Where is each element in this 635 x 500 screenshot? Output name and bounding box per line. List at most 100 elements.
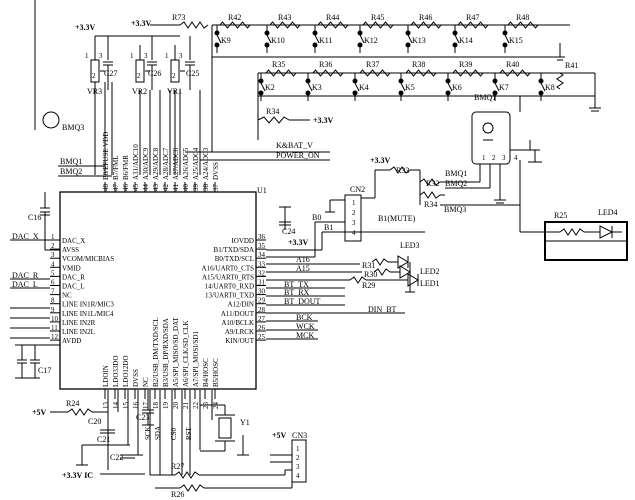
bmq-pin-number: 4 [514,154,518,162]
ic-top-pin-label: A24/ADC3 [202,147,210,180]
ic-top-pin-label: A30/ADC9 [142,147,150,180]
r73-resistor [179,21,209,29]
r34-label-top: R34 [266,107,279,116]
ic-left-pin-number: 2 [51,242,55,250]
potentiometer-body-vr2 [135,59,145,83]
switch-k10-contact [264,42,270,48]
potentiometer-body-vr1 [170,59,180,83]
r30-resistor [373,268,391,276]
resistor-label-r47: R47 [466,13,479,22]
ic-bottom-pin-label: NC [142,377,150,387]
r24-label: R24 [66,399,79,408]
c26-label: C26 [148,69,161,78]
ic-top-pin-label: DVSS [212,162,220,180]
switch-k4-contact [352,90,358,96]
potentiometer-pin-label: 1 [130,52,134,60]
switch-k9-contact [214,42,220,48]
r41-resistor [556,72,564,90]
switch-label-k14: K14 [459,36,473,45]
ic-left-pin-label: AVDD [62,337,81,345]
dac-r-label: DAC_R [12,271,39,280]
y1-crystal [218,417,232,439]
resistor-r46 [410,21,442,29]
switch-k5-contact [398,90,404,96]
ic-top-pin-label: B6/FMR [122,155,130,180]
bmq1-label-right: BMQ1 [445,169,467,178]
switch-k15-contact [502,42,508,48]
ic-bottom-pin-label: B3/USB_DP/RXD/SDA [162,318,170,387]
switch-k3-contact [305,90,311,96]
cn2-pin-number: 3 [352,219,356,227]
r32-label: R32 [426,179,439,188]
ic-left-pin-number: 9 [51,306,55,314]
ic-right-pin-number: 29 [258,297,266,305]
switch-k13-contact [405,30,411,36]
switch-k3-blade [307,82,313,92]
switch-k2-contact [258,78,264,84]
bmq3-mount-circle [42,111,60,129]
ic-bottom-pin-number: 19 [162,402,170,410]
r29-resistor [349,276,367,284]
led4-label: LED4 [598,208,618,217]
ic-u1-ref: U1 [257,186,267,195]
c16-label: C16 [28,213,41,222]
ic-right-pin-label: A15/UART0_RTS [202,273,254,281]
resistor-label-r45: R45 [371,13,384,22]
ic-top-wires [94,82,201,175]
ic-bottom-pin-label: LDOIN [102,365,110,387]
resistor-r45 [362,21,394,29]
power-33v-label: +3.3V [131,19,152,28]
ic-right-pin-number: 31 [258,279,266,287]
ic-right-pin-label: 13/UART0_TXD [205,292,254,300]
bottom-signal-wires [149,390,191,475]
cn3-connector [291,439,307,483]
switch-label-k13: K13 [412,36,426,45]
switch-label-k2: K2 [265,83,275,92]
a16-label: A16 [296,255,310,264]
c25-label: C25 [186,69,199,78]
ic-left-pin-label: AVSS [62,246,79,254]
switch-k15-blade [504,34,510,44]
ic-right-pin-number: 30 [258,288,266,296]
ic-top-pins: B8/EFUSE VDD48B7/FML47B6/FMR46A31/ADC104… [102,132,220,192]
bt-dout-label: BT_DOUT [284,297,321,306]
ic-right-pin-label: A10/BCLK [221,319,254,327]
bmq-pin-number: 2 [492,154,496,162]
ic-left-pin-number: 6 [51,279,55,287]
ic-top-pin-number: 38 [202,184,210,192]
resistor-r37 [359,69,391,77]
cn3-pin-number: 4 [296,472,300,480]
bmq3-label-left: BMQ3 [62,123,84,132]
switch-k10-blade [266,34,272,44]
power-5v-label: +5V [32,408,47,417]
resistor-r42 [219,21,251,29]
b0-label: B0 [312,213,321,222]
ic-bottom-pin-number: 18 [152,402,160,410]
ic-bottom-pin-number: 16 [132,402,140,410]
ic-bottom-pin-label: A7/SPI_MOSI/SD1 [192,330,200,387]
r27-label: R27 [171,462,184,471]
ic-top-pin-number: 39 [192,184,200,192]
switch-k2-contact [258,90,264,96]
ic-top-pin-number: 46 [122,184,130,192]
switch-k9-blade [216,34,222,44]
resistor-r39 [452,69,484,77]
sda-label: SDA [154,426,162,440]
resistor-label-r40: R40 [506,60,519,69]
ic-bottom-pin-number: 20 [172,402,180,410]
resistor-label-r38: R38 [412,60,425,69]
ic-left-pin-number: 3 [51,251,55,259]
switch-k8-contact [538,90,544,96]
switch-k10-contact [264,30,270,36]
ic-bottom-pin-number: 22 [192,402,200,410]
ic-left-pin-label: LINE IN2L [62,328,95,336]
potentiometer-pin-label: 2 [92,72,96,80]
cn3-label: CN3 [292,431,307,440]
ic-right-pin-label: 14/UART0_RXD [205,283,254,291]
potentiometer-pin-label: 1 [85,52,89,60]
ic-top-pin-label: A25/ADC4 [192,147,200,180]
switch-k7-contact [492,78,498,84]
b1-mute-label: B1(MUTE) [378,214,416,223]
